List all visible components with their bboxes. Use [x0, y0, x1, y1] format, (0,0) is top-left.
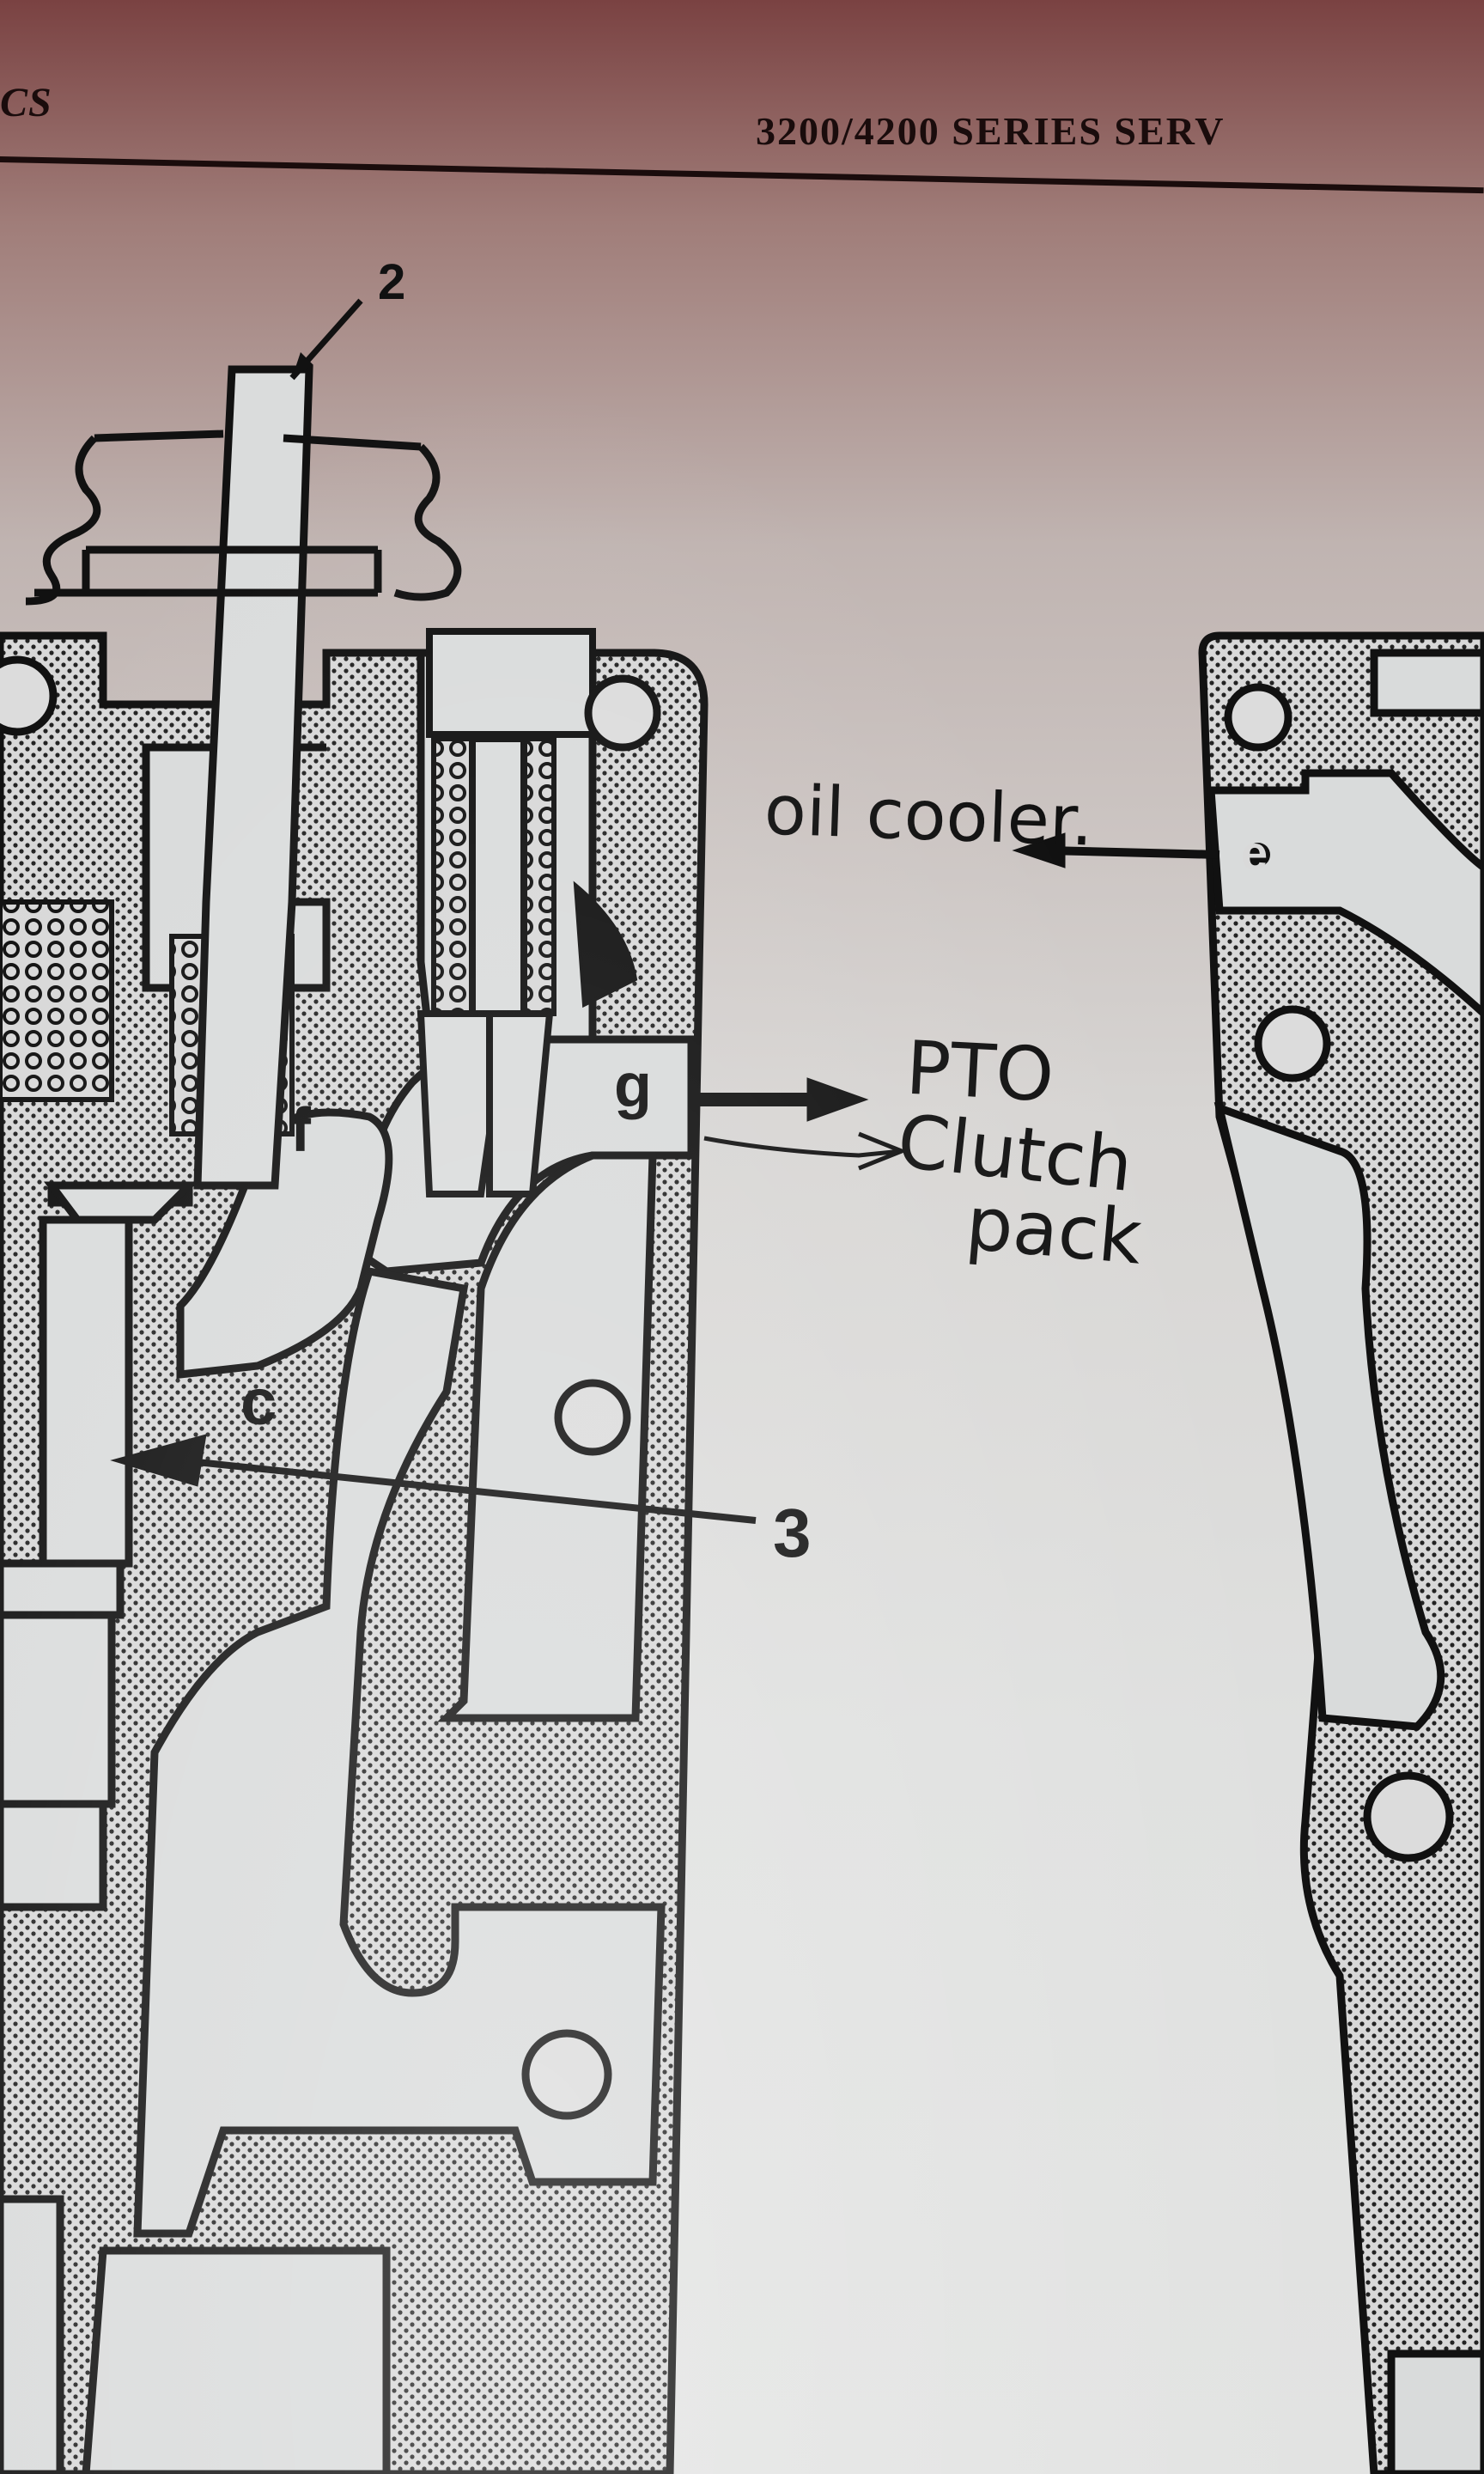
- callout-3-leader: [110, 1434, 757, 1524]
- callout-e: e: [1241, 826, 1268, 880]
- bolt-holes-right: [1224, 683, 1454, 1862]
- note-oil-cooler: oil cooler.: [763, 770, 1095, 862]
- port-g-arrow: [700, 1077, 869, 1122]
- note-pack: pack: [963, 1180, 1146, 1282]
- callout-c: c: [240, 1366, 277, 1439]
- right-valve-channels: [1207, 649, 1484, 2474]
- callout-f: f: [290, 1096, 311, 1165]
- header-right-text: 3200/4200 SERIES SERV: [756, 109, 1226, 153]
- clutch-hand-arrow: [703, 1131, 908, 1171]
- callout-3: 3: [773, 1495, 812, 1571]
- header-left-text: CS: [0, 80, 52, 125]
- spool-valve: [0, 365, 313, 1911]
- callout-g: g: [614, 1051, 652, 1120]
- relief-vane: [573, 881, 638, 1008]
- callout-2: 2: [378, 254, 406, 310]
- bolt-holes-left: [0, 655, 661, 2120]
- oil-cooler-arrow: [1012, 832, 1220, 868]
- port-e-dot: [1246, 843, 1270, 867]
- top-bellows: [25, 430, 462, 606]
- pressure-piston: [417, 628, 596, 1197]
